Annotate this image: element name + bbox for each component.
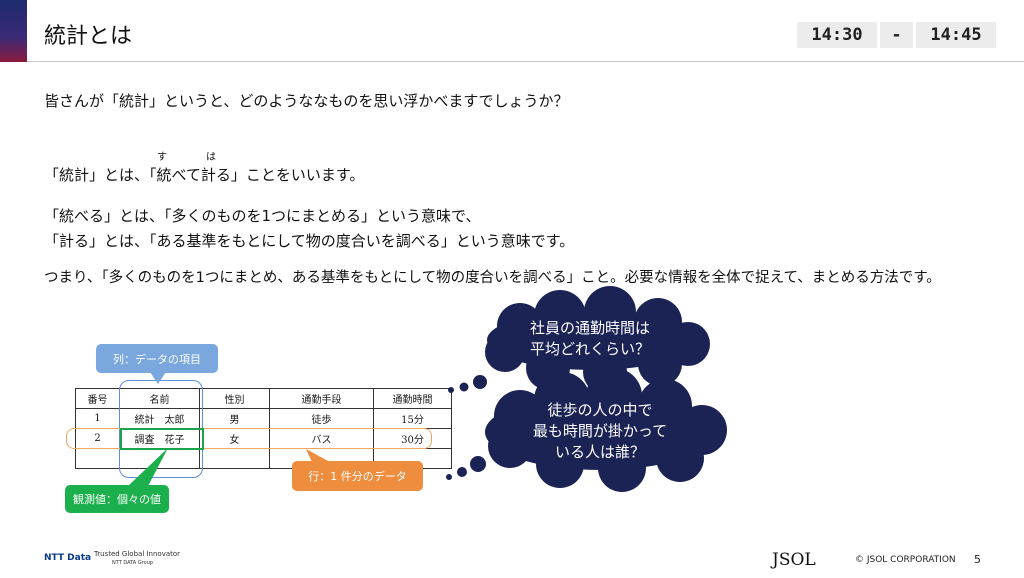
time-separator: - — [880, 22, 913, 48]
meaning-line-2: 「計る」とは、「ある基準をもとにして物の度合いを調べる」という意味です。 — [44, 232, 575, 250]
jsol-logo: JSOL — [772, 550, 816, 570]
cell-highlight — [120, 428, 204, 450]
thought-cloud-2-text: 徒歩の人の中で 最も時間が掛かって いる人は誰？ — [515, 400, 685, 463]
table-row: 2 調査 花子 女 バス 30分 — [75, 428, 452, 449]
table-row: 1 統計 太郎 男 徒歩 15分 — [75, 408, 452, 429]
observation-callout-pointer — [128, 448, 168, 486]
cloud-line: いる人は誰？ — [554, 443, 645, 461]
intro-question: 皆さんが「統計」というと、どのようななものを思い浮かべますでしょうか？ — [44, 92, 569, 110]
sample-data-table: 番号 名前 性別 通勤手段 通勤時間 1 統計 太郎 男 徒歩 15分 2 調査… — [75, 388, 452, 469]
definition-line: 「統計」とは、「統べて計る」ことをいいます。 — [44, 166, 365, 184]
row-highlight — [66, 428, 432, 449]
slide-title: 統計とは — [44, 24, 133, 49]
copyright: © JSOL CORPORATION — [855, 555, 956, 565]
ruby-ha: は — [206, 152, 216, 163]
cloud-line: 平均どれくらい？ — [529, 340, 650, 358]
footer-tagline: Trusted Global Innovator — [94, 550, 181, 558]
page-number: 5 — [974, 553, 981, 566]
row-callout-pointer — [306, 449, 330, 462]
end-time: 14:45 — [916, 22, 996, 48]
thought-cloud-2 — [485, 368, 727, 492]
title-accent-bar — [0, 0, 27, 62]
nttdata-logo: NTT Data — [44, 553, 92, 563]
cloud-line: 最も時間が掛かって — [532, 422, 668, 440]
cloud-line: 徒歩の人の中で — [547, 401, 653, 419]
column-callout-pointer — [150, 372, 166, 384]
cloud-line: 社員の通勤時間は — [529, 319, 650, 337]
title-divider — [27, 61, 1024, 62]
ruby-su: す — [157, 152, 167, 163]
row-callout: 行：1 件分のデータ — [292, 461, 423, 491]
thought-cloud-1-bubbles — [448, 375, 487, 393]
summary-line: つまり、「多くのものを1つにまとめ、ある基準をもとにして物の度合いを調べる」こと… — [44, 270, 941, 286]
column-callout: 列：データの項目 — [96, 344, 218, 373]
thought-cloud-2-bubbles — [446, 456, 486, 480]
meaning-line-1: 「統べる」とは、「多くのものを1つにまとめる」という意味で、 — [44, 207, 481, 225]
thought-cloud-1-text: 社員の通勤時間は 平均どれくらい？ — [510, 318, 670, 360]
observation-callout: 観測値：個々の値 — [65, 485, 169, 513]
footer-group: NTT DATA Group — [112, 560, 154, 566]
start-time: 14:30 — [797, 22, 877, 48]
